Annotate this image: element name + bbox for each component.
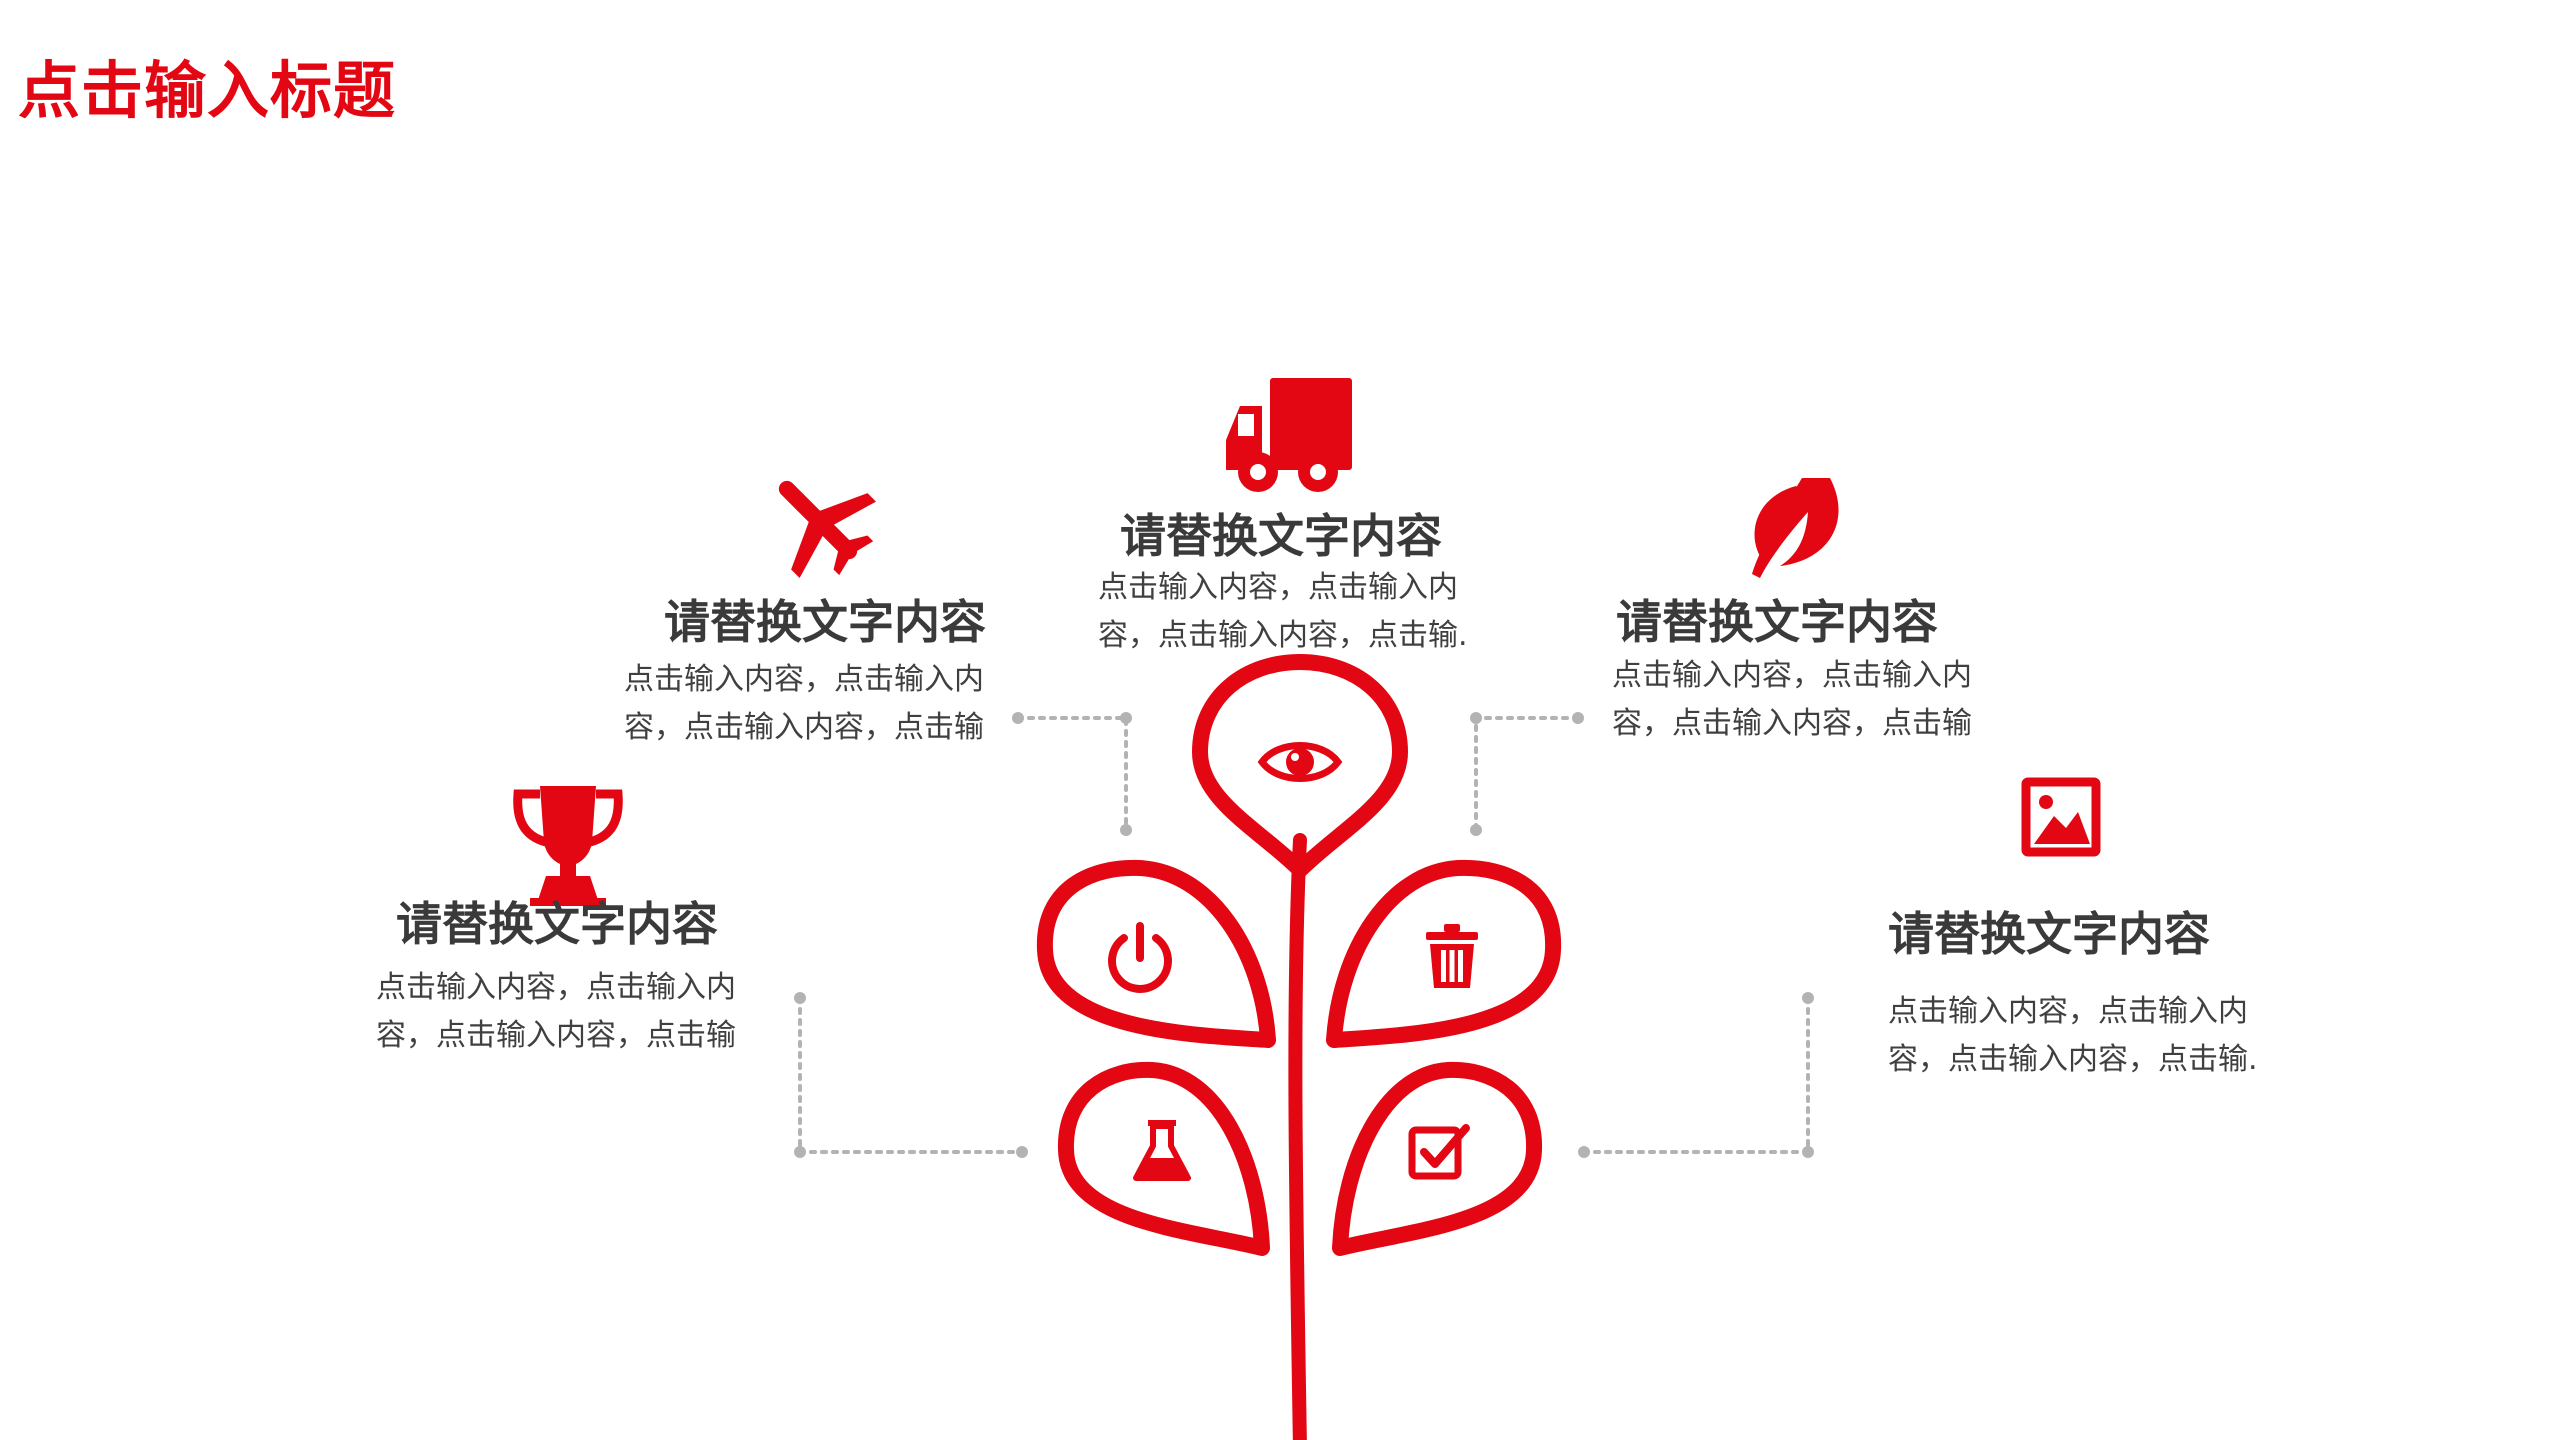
connector-lower-right	[1582, 996, 1810, 1154]
leaf-icon	[1752, 478, 1839, 578]
leaf-upper-right	[1326, 859, 1562, 1048]
block-center-heading[interactable]: 请替换文字内容	[1120, 509, 1442, 563]
block-upper-right-heading[interactable]: 请替换文字内容	[1616, 595, 1938, 649]
image-icon	[2021, 777, 2101, 857]
flask-icon	[1133, 1120, 1191, 1181]
tree-stem	[1288, 833, 1307, 1440]
power-icon	[1108, 922, 1172, 993]
block-center: 请替换文字内容 点击输入内容，点击输入内 容，点击输入内容，点击输.	[1098, 508, 1518, 660]
leaf-lower-left	[1057, 1061, 1270, 1256]
leaf-upper-left	[1036, 859, 1276, 1048]
block-upper-left-heading[interactable]: 请替换文字内容	[664, 595, 986, 649]
connector-upper-right	[1474, 716, 1580, 832]
leaf-lower-right	[1332, 1061, 1543, 1256]
trophy-icon	[513, 786, 623, 906]
body-line: 点击输入内容，点击输入内	[1888, 994, 2248, 1029]
body-line: 容，点击输入内容，点击输.	[1098, 618, 1468, 653]
block-upper-left-body[interactable]: 点击输入内容，点击输入内 容，点击输入内容，点击输	[624, 656, 1044, 752]
body-line: 容，点击输入内容，点击输.	[1888, 1042, 2258, 1077]
connector-lower-left	[798, 996, 1024, 1154]
body-line: 点击输入内容，点击输入内	[624, 662, 984, 697]
block-lower-left-body[interactable]: 点击输入内容，点击输入内 容，点击输入内容，点击输	[376, 964, 796, 1060]
block-lower-right-heading[interactable]: 请替换文字内容	[1888, 907, 2210, 961]
top-drop	[1192, 654, 1408, 878]
body-line: 点击输入内容，点击输入内	[376, 970, 736, 1005]
trash-icon	[1426, 924, 1478, 988]
block-lower-right: 请替换文字内容 点击输入内容，点击输入内 容，点击输入内容，点击输.	[1888, 906, 2308, 1084]
block-center-body[interactable]: 点击输入内容，点击输入内 容，点击输入内容，点击输.	[1098, 564, 1518, 660]
body-line: 点击输入内容，点击输入内	[1612, 658, 1972, 693]
block-lower-left: 请替换文字内容 点击输入内容，点击输入内 容，点击输入内容，点击输	[376, 896, 796, 1060]
body-line: 容，点击输入内容，点击输	[1612, 706, 1972, 741]
block-upper-left: 请替换文字内容 点击输入内容，点击输入内 容，点击输入内容，点击输	[624, 594, 1044, 752]
body-line: 容，点击输入内容，点击输	[624, 710, 984, 745]
connectors	[798, 716, 1810, 1154]
block-lower-right-body[interactable]: 点击输入内容，点击输入内 容，点击输入内容，点击输.	[1888, 988, 2308, 1084]
truck-icon	[1226, 378, 1352, 492]
eye-icon	[1257, 742, 1343, 782]
slide-title[interactable]: 点击输入标题	[18, 54, 397, 127]
block-upper-right-body[interactable]: 点击输入内容，点击输入内 容，点击输入内容，点击输	[1612, 652, 2032, 748]
connector-dots	[794, 712, 1814, 1158]
block-lower-left-heading[interactable]: 请替换文字内容	[396, 897, 718, 951]
body-line: 容，点击输入内容，点击输	[376, 1018, 736, 1053]
tree-graphic	[1036, 654, 1562, 1440]
checkbox-icon	[1408, 1124, 1470, 1180]
body-line: 点击输入内容，点击输入内	[1098, 570, 1458, 605]
block-upper-right: 请替换文字内容 点击输入内容，点击输入内 容，点击输入内容，点击输	[1612, 594, 2032, 748]
airplane-icon	[778, 480, 876, 578]
